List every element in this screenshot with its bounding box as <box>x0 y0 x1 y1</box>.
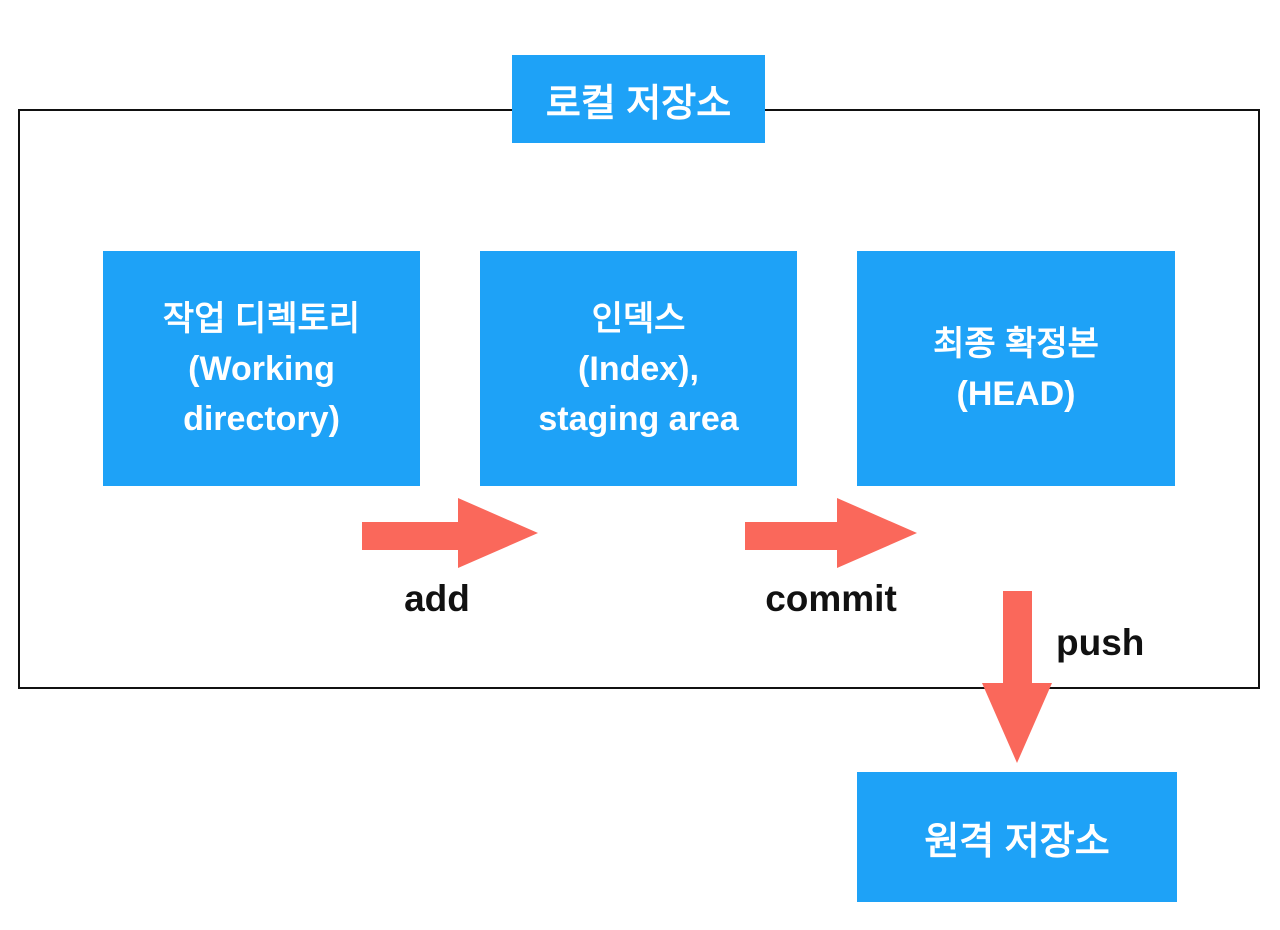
push-arrow-icon <box>982 591 1052 763</box>
local-repo-title-box: 로컬 저장소 <box>512 55 765 143</box>
box-index-line-3: staging area <box>538 399 739 438</box>
box-working-directory: 작업 디렉토리 (Working directory) <box>103 251 420 486</box>
add-arrow-icon <box>362 498 538 568</box>
remote-repo-title: 원격 저장소 <box>924 820 1110 863</box>
box-working-directory-line-2: (Working <box>188 349 335 388</box>
box-head-line-1: 최종 확정본 <box>933 324 1099 363</box>
box-head-line-2: (HEAD) <box>956 374 1076 413</box>
box-index-line-2: (Index), <box>578 349 699 388</box>
local-repo-title: 로컬 저장소 <box>545 82 732 125</box>
remote-repo-box: 원격 저장소 <box>857 772 1177 902</box>
box-index-staging-area: 인덱스 (Index), staging area <box>480 251 797 486</box>
commit-arrow-icon <box>745 498 917 568</box>
box-head: 최종 확정본 (HEAD) <box>857 251 1175 486</box>
push-label: push <box>1056 622 1145 663</box>
commit-label: commit <box>765 578 897 619</box>
add-label: add <box>404 578 470 619</box>
box-index-line-1: 인덱스 <box>591 299 686 338</box>
box-working-directory-line-1: 작업 디렉토리 <box>162 299 361 338</box>
box-working-directory-line-3: directory) <box>183 399 340 438</box>
